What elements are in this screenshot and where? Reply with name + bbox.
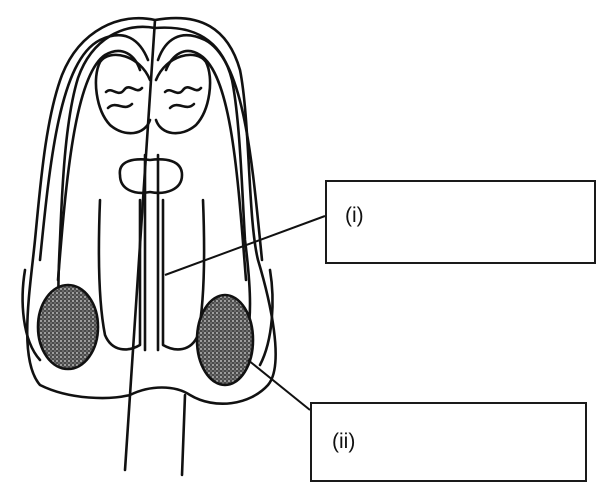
- left-upper-gland: [96, 55, 150, 133]
- pointer-line-ii: [248, 360, 310, 410]
- label-ii: (ii): [332, 430, 355, 454]
- central-tube: [145, 155, 158, 350]
- central-gland: [120, 159, 182, 192]
- outer-outline: [27, 18, 275, 475]
- label-box-ii[interactable]: (ii): [310, 402, 587, 482]
- label-i: (i): [345, 204, 364, 228]
- right-testis: [197, 295, 253, 385]
- right-upper-gland: [156, 55, 210, 133]
- left-testis: [38, 285, 98, 369]
- right-duct: [158, 35, 262, 260]
- label-box-i[interactable]: (i): [325, 180, 596, 264]
